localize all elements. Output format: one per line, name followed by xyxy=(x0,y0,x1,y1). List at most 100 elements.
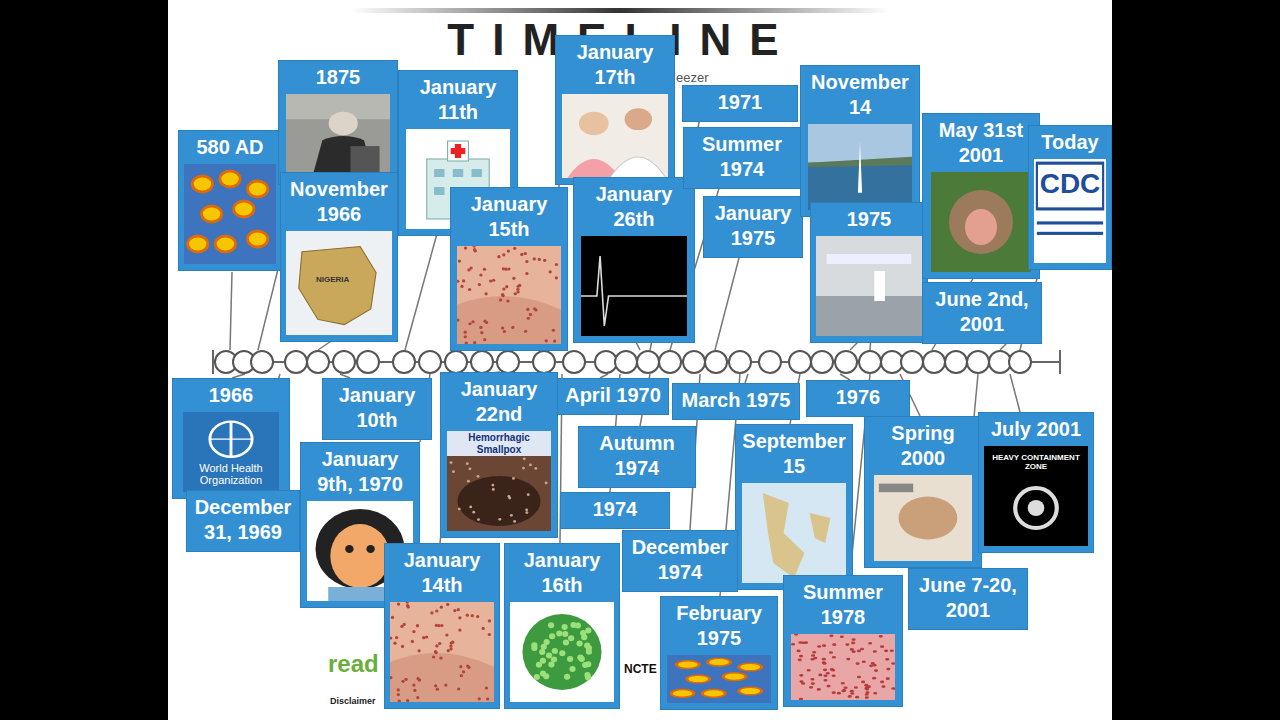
drawing-part xyxy=(872,677,876,680)
date-text: May 31st 2001 xyxy=(928,118,1034,168)
event-picture: NIGERIA xyxy=(286,231,392,335)
date-box: January 22ndHemorrhagic Smallpox xyxy=(440,372,558,538)
picture-label: NIGERIA xyxy=(316,275,349,284)
drawing-part xyxy=(545,339,548,342)
drawing-part xyxy=(791,634,895,700)
event-picture xyxy=(457,246,561,344)
drawing-part xyxy=(823,669,827,672)
drawing-part xyxy=(417,649,420,652)
drawing-part xyxy=(577,655,583,661)
drawing-part xyxy=(555,276,558,279)
event-picture: World Health Organization xyxy=(183,412,279,492)
event-picture xyxy=(510,602,614,702)
date-text: January 9th, 1970 xyxy=(306,447,414,497)
drawing-part xyxy=(478,697,481,700)
event-picture: HEAVY CONTAINMENT ZONE xyxy=(984,446,1088,546)
drawing-part xyxy=(867,685,871,688)
event-picture: Hemorrhagic Smallpox xyxy=(447,431,551,531)
drawing-part xyxy=(482,627,485,630)
drawing-part xyxy=(210,422,252,457)
event-picture: CDC xyxy=(1034,159,1106,263)
drawing-part xyxy=(401,645,404,648)
date-box: Autumn 1974 xyxy=(578,426,696,488)
drawing-part xyxy=(512,277,515,280)
drawing-part xyxy=(541,644,547,650)
drawing-part xyxy=(525,272,528,275)
drawing-part xyxy=(552,329,555,332)
drawing-part xyxy=(881,685,885,688)
drawing-part xyxy=(676,661,699,669)
drawing-part xyxy=(581,256,687,326)
drawing-part xyxy=(405,230,438,350)
drawing-part xyxy=(789,351,811,373)
drawing-part xyxy=(472,169,482,177)
drawing-part xyxy=(524,330,527,333)
drawing-part xyxy=(880,645,884,648)
event-picture xyxy=(390,602,494,702)
drawing-part xyxy=(857,650,861,653)
date-text: 1966 xyxy=(178,383,284,408)
drawing-part xyxy=(845,643,849,646)
drawing-part xyxy=(549,633,555,639)
drawing-part xyxy=(841,690,845,693)
event-picture xyxy=(742,483,846,583)
drawing-part xyxy=(390,653,494,702)
drawing-part xyxy=(405,602,408,604)
date-box: March 1975 xyxy=(672,383,800,420)
date-box: November 14 xyxy=(800,65,920,217)
drawing-part xyxy=(397,693,400,696)
drawing-part xyxy=(562,631,568,637)
picture-label: CDC xyxy=(1034,167,1106,201)
date-text: December 1974 xyxy=(628,535,732,585)
drawing-part xyxy=(791,643,795,646)
picture-drawing xyxy=(791,634,895,700)
date-text: 580 AD xyxy=(184,135,276,160)
drawing-part xyxy=(799,655,803,658)
drawing-part xyxy=(659,351,681,373)
drawing-part xyxy=(561,624,567,630)
date-box: 1875 xyxy=(278,60,398,185)
drawing-part xyxy=(854,686,858,689)
drawing-part xyxy=(989,351,1011,373)
date-box: Spring 2000 xyxy=(864,416,982,568)
drawing-part xyxy=(562,94,668,178)
drawing-part xyxy=(799,698,803,700)
date-text: April 1970 xyxy=(563,383,663,408)
drawing-part xyxy=(859,351,881,373)
drawing-part xyxy=(885,658,889,661)
drawing-part xyxy=(568,635,574,641)
drawing-part xyxy=(812,651,816,654)
drawing-part xyxy=(548,662,554,668)
date-box: June 2nd, 2001 xyxy=(922,282,1042,344)
drawing-part xyxy=(479,273,482,276)
drawing-part xyxy=(843,686,847,689)
drawing-part xyxy=(857,676,861,679)
drawing-part xyxy=(890,649,894,652)
date-text: July 2001 xyxy=(984,417,1088,442)
drawing-part xyxy=(450,461,453,464)
drawing-part xyxy=(485,686,488,689)
drawing-part xyxy=(799,674,803,677)
drawing-part xyxy=(945,351,967,373)
drawing-part xyxy=(286,94,390,178)
drawing-part xyxy=(1037,221,1103,224)
date-text: 1971 xyxy=(688,90,792,115)
drawing-part xyxy=(826,672,830,675)
date-box: January 14th xyxy=(384,543,500,709)
date-box: September 15 xyxy=(735,424,853,590)
drawing-part xyxy=(473,248,476,251)
drawing-part xyxy=(458,260,461,263)
date-text: Today xyxy=(1034,130,1106,155)
drawing-part xyxy=(879,484,913,493)
drawing-part xyxy=(457,280,459,283)
drawing-part xyxy=(739,663,762,671)
drawing-part xyxy=(201,206,221,222)
drawing-part xyxy=(842,689,846,692)
drawing-part xyxy=(183,412,279,492)
drawing-part xyxy=(393,351,415,373)
drawing-part xyxy=(444,684,447,687)
drawing-part xyxy=(285,351,307,373)
date-box: January 15th xyxy=(450,187,568,351)
drawing-part xyxy=(817,688,821,691)
drawing-part xyxy=(869,664,873,667)
